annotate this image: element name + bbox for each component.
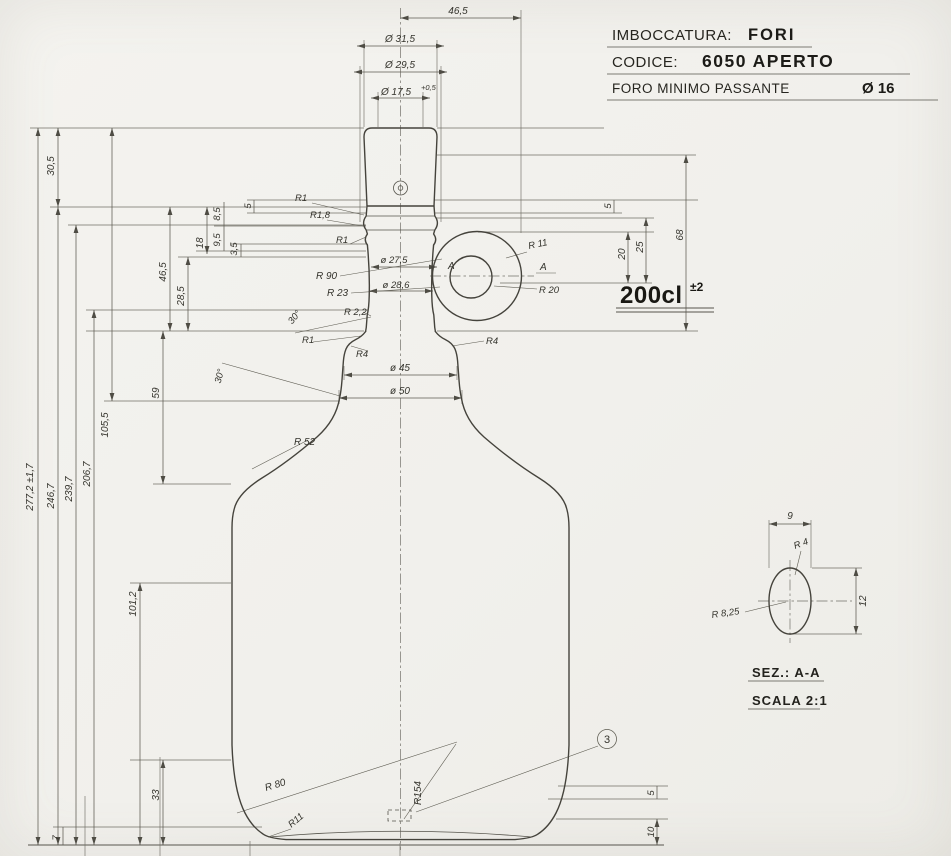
dim-h35: 3,5 <box>229 242 240 256</box>
section-dim-height: 12 <box>858 595 869 607</box>
radius-r23: R 23 <box>327 288 349 299</box>
dia-275: ø 27,5 <box>381 255 409 266</box>
dim-r20: 20 <box>617 248 628 261</box>
dim-h18: 18 <box>195 237 206 249</box>
codice-value: 6050 APERTO <box>702 51 834 71</box>
handle-outer <box>431 230 523 322</box>
body-profile <box>231 330 570 841</box>
section-title: SEZ.: A-A <box>752 665 820 680</box>
balloon-number: 3 <box>604 734 610 746</box>
dim-h5: 5 <box>243 203 254 209</box>
neck-rings-right <box>432 205 439 246</box>
leader-lines <box>221 202 802 838</box>
base-pushup-mark <box>387 809 412 822</box>
extension-lines <box>28 10 862 856</box>
capacity-value: 200cl <box>620 282 683 309</box>
dim-h2067: 206,7 <box>82 461 93 487</box>
foro-label: FORO MINIMO PASSANTE <box>612 81 790 96</box>
radius-r1-top: R1 <box>295 193 307 204</box>
radius-r4-right: R4 <box>486 336 498 347</box>
capacity-tolerance: ±2 <box>690 280 704 294</box>
section-scale: SCALA 2:1 <box>752 693 828 708</box>
annotation-labels: R1 R1,8 R1 R 90 R 23 ø 27,5 ø 28,6 R 2,2… <box>213 193 560 830</box>
dimension-lines <box>35 15 859 845</box>
radius-r154: R154 <box>413 781 424 805</box>
centerlines <box>400 8 852 850</box>
dim-total-height: 277,2 ±1,7 <box>25 463 36 512</box>
dim-bore-d3: Ø 17,5 <box>380 87 411 98</box>
title-block: IMBOCCATURA: FORI CODICE: 6050 APERTO FO… <box>607 26 938 101</box>
capacity-note: 200cl ±2 <box>616 280 714 313</box>
dim-h7: 7 <box>51 835 62 841</box>
section-mark-a1: A <box>447 261 455 272</box>
dim-h285: 28,5 <box>176 286 187 307</box>
dim-h305: 30,5 <box>46 156 57 176</box>
radius-r1-low: R1 <box>302 335 314 346</box>
cap-mark-outer <box>393 180 408 196</box>
section-radius-end: R 4 <box>792 536 810 551</box>
left-dimension-labels: 277,2 ±1,7 30,5 246,7 239,7 206,7 105,5 … <box>25 156 254 841</box>
radius-r4-left: R4 <box>356 349 368 360</box>
section-dim-width: 9 <box>787 511 793 522</box>
dim-h2467: 246,7 <box>46 483 57 509</box>
cap-mark-inner <box>397 185 404 191</box>
dim-r5: 5 <box>603 203 614 209</box>
imboccatura-value: FORI <box>748 26 795 44</box>
radius-r11-handle: R 11 <box>527 237 548 252</box>
angle-30-shoulder: 30° <box>213 368 227 385</box>
dim-handle-offset: 46,5 <box>448 6 468 17</box>
dim-h59: 59 <box>151 387 162 399</box>
section-mark-a2: A <box>539 262 547 273</box>
dim-r68: 68 <box>675 229 686 241</box>
imboccatura-label: IMBOCCATURA: <box>612 27 732 44</box>
dim-b5: 5 <box>646 790 657 796</box>
dim-h85: 8,5 <box>212 207 223 221</box>
section-view-labels: 9 R 4 R 8,25 12 SEZ.: A-A SCALA 2:1 <box>711 511 869 708</box>
neck-rings-left <box>362 205 369 246</box>
balloon-3: 3 <box>597 729 617 749</box>
bottle-cap <box>363 127 438 207</box>
dim-h2397: 239,7 <box>64 476 75 502</box>
dim-h33: 33 <box>151 789 162 801</box>
base-inner-arc <box>268 830 533 838</box>
bottle-outline <box>231 127 570 841</box>
radius-r90: R 90 <box>316 271 338 282</box>
angle-30-neck: 30° <box>286 308 304 326</box>
dim-cap-d2: Ø 29,5 <box>384 60 415 71</box>
dim-cap-d1: Ø 31,5 <box>384 34 415 45</box>
radius-r20-handle: R 20 <box>539 285 560 296</box>
radius-r52: R 52 <box>294 437 316 448</box>
radius-r22: R 2,2 <box>344 307 367 318</box>
section-ellipse <box>768 567 812 635</box>
radius-r11-base: R11 <box>286 811 306 830</box>
dia-50: ø 50 <box>390 386 410 397</box>
radius-r18: R1,8 <box>310 210 331 221</box>
dim-r25: 25 <box>635 241 646 254</box>
dim-h1055: 105,5 <box>100 412 111 437</box>
dim-bore-tolerance: +0,5 <box>421 83 437 92</box>
section-view <box>748 567 824 710</box>
dia-45: ø 45 <box>390 363 410 374</box>
dim-b10: 10 <box>646 826 657 837</box>
dim-h465: 46,5 <box>158 262 169 282</box>
codice-label: CODICE: <box>612 54 678 71</box>
section-radius-side: R 8,25 <box>711 606 741 621</box>
neck-left <box>364 244 371 333</box>
dim-h95: 9,5 <box>212 233 223 247</box>
right-dimension-labels: 5 20 25 68 5 10 <box>603 203 686 838</box>
handle-inner <box>449 255 493 299</box>
foro-value: Ø 16 <box>862 80 895 97</box>
dim-h1012: 101,2 <box>128 591 139 616</box>
radius-r1-mid: R1 <box>336 235 348 246</box>
radius-r80: R 80 <box>264 777 288 794</box>
top-dimension-labels: 46,5 Ø 31,5 Ø 29,5 Ø 17,5 +0,5 <box>380 6 468 98</box>
dia-286: ø 28,6 <box>383 280 411 291</box>
